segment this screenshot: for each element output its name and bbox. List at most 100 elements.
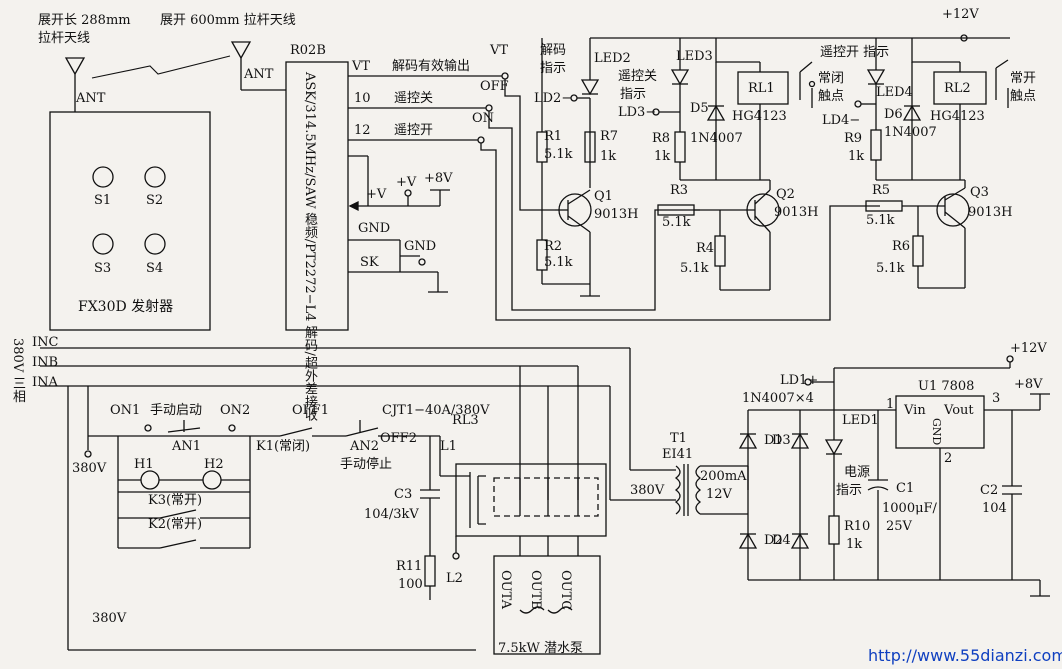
control-wiring	[480, 34, 1010, 321]
start-label: 手动启动	[150, 403, 203, 418]
r2-label: R2	[544, 239, 563, 254]
r9-value: 1k	[848, 149, 865, 164]
l2-label: L2	[446, 571, 463, 586]
d6-label: D6	[884, 107, 903, 122]
tx-button-s3: S3	[94, 261, 112, 276]
on1-label: ON1	[110, 403, 141, 418]
rf-link	[91, 55, 231, 79]
bridge-part: 1N4007×4	[742, 391, 814, 406]
d5-label: D5	[690, 101, 709, 116]
r2-value: 5.1k	[544, 255, 573, 270]
d6-part: 1N4007	[884, 125, 937, 140]
antenna1-type: 拉杆天线	[38, 31, 91, 46]
psu-indicator-1: 电源	[844, 465, 871, 480]
r1-value: 5.1k	[544, 147, 573, 162]
pin-vin: Vin	[904, 403, 926, 418]
rl2-contact-1: 常开	[1010, 71, 1037, 86]
r9-label: R9	[844, 131, 863, 146]
rx-pin-12: 12	[354, 123, 371, 138]
r5-value: 5.1k	[866, 213, 895, 228]
rl2-contact-2: 触点	[1010, 89, 1037, 104]
h2-label: H2	[204, 457, 224, 472]
transmitter-name: FX30D 发射器	[78, 299, 174, 315]
snubber	[420, 436, 460, 600]
rl1-contact-1: 常闭	[818, 71, 845, 86]
psu-8v: +8V	[1014, 377, 1043, 392]
r8-label: R8	[652, 131, 671, 146]
out-a: OUTA	[498, 570, 513, 609]
pin-1: 1	[886, 397, 895, 412]
bridge-rectifier	[738, 355, 1050, 597]
k1-label: K1(常闭)	[256, 439, 311, 454]
r11-label: R11	[396, 559, 423, 574]
rx-supply-v: +V	[396, 175, 417, 190]
ld4-desc: 遥控开 指示	[820, 45, 890, 60]
rx-pin-gnd: GND	[358, 221, 391, 236]
r3-value: 5.1k	[662, 215, 691, 230]
off2-label: OFF2	[380, 431, 417, 446]
d4-label: D4	[772, 533, 791, 548]
r4-value: 5.1k	[680, 261, 709, 276]
ld1-terminal: LD1+	[780, 373, 819, 388]
tx-ant-label: ANT	[76, 91, 106, 106]
phase-lines	[40, 347, 676, 501]
antenna1-length: 展开长 288mm	[38, 13, 131, 28]
rl1-label: RL1	[748, 81, 775, 96]
q1-part: 9013H	[594, 207, 639, 222]
receiver-description: ASK/314.5MHz/SAW 稳频/PT2272−L4 解码/超外差接收	[302, 72, 317, 421]
c3-value: 104/3kV	[364, 507, 419, 522]
rx-ant-label: ANT	[244, 67, 274, 82]
tx-button-s2: S2	[146, 193, 164, 208]
rx-pin-vt: VT	[352, 59, 371, 74]
an1-label: AN1	[172, 439, 202, 454]
tx-button-s4: S4	[146, 261, 164, 276]
r5-label: R5	[872, 183, 891, 198]
r1-label: R1	[544, 129, 563, 144]
r6-value: 5.1k	[876, 261, 905, 276]
c2-label: C2	[980, 483, 999, 498]
on2-label: ON2	[220, 403, 251, 418]
receiver-wiring	[348, 72, 509, 293]
line-ina: INA	[32, 375, 58, 390]
c2-value: 104	[982, 501, 1007, 516]
tx-button-s1: S1	[94, 193, 112, 208]
voltage-380-bottom: 380V	[92, 611, 127, 626]
c3-label: C3	[394, 487, 413, 502]
rl2-label: RL2	[944, 81, 971, 96]
line-inc: INC	[32, 335, 59, 350]
d5-part: 1N4007	[690, 131, 743, 146]
supply-12v-top: +12V	[942, 7, 979, 22]
t1-part: EI41	[662, 447, 694, 462]
led1-label: LED1	[842, 413, 879, 428]
transmitter-box	[49, 111, 211, 331]
contactor-loop	[67, 386, 476, 651]
q2-part: 9013H	[774, 205, 819, 220]
contactor-label: CJT1−40A/380V	[382, 403, 490, 418]
regulator-label: U1 7808	[918, 379, 975, 394]
t1-label: T1	[670, 431, 687, 446]
receiver-model: R02B	[290, 43, 326, 58]
pin-gnd: GND	[930, 418, 943, 446]
led4-label: LED4	[876, 85, 913, 100]
signal-10-desc: 遥控关	[394, 91, 434, 106]
watermark: http://www.55dianzi.com	[868, 646, 1062, 665]
ld3-terminal: LD3−	[618, 105, 657, 120]
r7-label: R7	[600, 129, 619, 144]
rl1-contact-2: 触点	[818, 89, 845, 104]
pin-2: 2	[944, 451, 953, 466]
terminal-on: ON	[472, 111, 495, 126]
d3-label: D3	[772, 433, 791, 448]
t1-out-current: 200mA	[700, 469, 747, 484]
psu-indicator-2: 指示	[836, 483, 863, 498]
l1-label: L1	[440, 439, 457, 454]
c1-value-1: 1000μF/	[882, 501, 937, 516]
r10-label: R10	[844, 519, 871, 534]
terminal-vt: VT	[490, 43, 509, 58]
ld3-desc-2: 指示	[620, 87, 647, 102]
r4-label: R4	[696, 241, 715, 256]
t1-out-voltage: 12V	[706, 487, 732, 502]
ld3-desc-1: 遥控关	[618, 69, 658, 84]
t1-input: 380V	[630, 483, 665, 498]
signal-vt-desc: 解码有效输出	[392, 59, 471, 74]
